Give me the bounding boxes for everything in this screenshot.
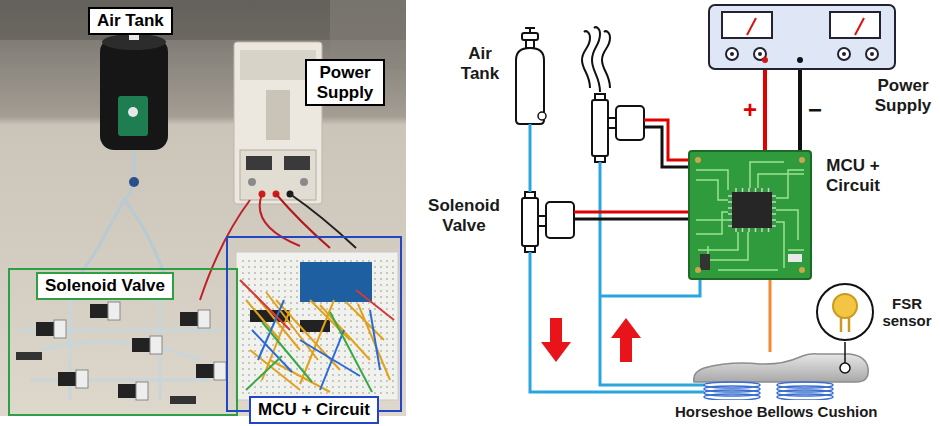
group-region: MCU + Circuit [226, 236, 402, 412]
outflow-arrow [611, 318, 641, 362]
air-tank-icon [510, 26, 550, 126]
bellows-cushion: Horseshoe Bellows Cushion [690, 352, 872, 400]
connector-line [580, 218, 688, 221]
connector [845, 342, 846, 352]
fsr-sensor: FSR sensor [815, 282, 875, 342]
group-region: Solenoid Valve [8, 268, 238, 416]
polarity-sign: − [808, 98, 822, 122]
exhaust-symbol [582, 27, 610, 92]
connector [580, 212, 688, 219]
label-tag: Air Tank [88, 7, 173, 35]
polarity-sign: + [743, 98, 757, 122]
exhaust-valve-symbol [592, 94, 644, 162]
inflow-arrow [541, 318, 571, 362]
region-label: MCU + Circuit [249, 396, 379, 424]
air-tank: Air Tank [510, 26, 550, 126]
power-supply-icon [708, 4, 896, 70]
connector [770, 280, 771, 352]
region-label: Solenoid Valve [36, 272, 174, 300]
valve-wire [644, 127, 688, 167]
label-text: Power Supply [314, 63, 376, 102]
connector [765, 70, 766, 150]
power-supply: Power Supply [708, 4, 896, 70]
bellows-cushion-icon [690, 352, 872, 400]
mcu-board: MCU + Circuit [688, 150, 812, 280]
connector-line [529, 126, 532, 190]
connector [800, 70, 801, 150]
label-text: Air Tank [97, 11, 164, 31]
component-label: Power Supply [872, 76, 934, 115]
connector-line [769, 280, 772, 352]
component-label: Solenoid Valve [426, 196, 502, 235]
connector [530, 126, 531, 190]
component-label: Horseshoe Bellows Cushion [675, 403, 878, 420]
connector [530, 254, 690, 392]
solenoid-valve-icon [508, 190, 580, 254]
connector-line [798, 70, 802, 150]
component-label: MCU + Circuit [824, 156, 882, 195]
component-label: FSR sensor [880, 295, 934, 330]
fsr-sensor-icon [815, 282, 875, 342]
pcb-icon [688, 150, 812, 280]
component-label: Air Tank [456, 44, 504, 83]
connector-line [844, 342, 846, 352]
connector-line [530, 254, 690, 392]
sensing-tube [600, 280, 700, 296]
connector-line [580, 211, 688, 214]
label-tag: Power Supply [305, 59, 385, 106]
connector-line [763, 70, 767, 150]
solenoid-valve: Solenoid Valve [508, 190, 580, 254]
